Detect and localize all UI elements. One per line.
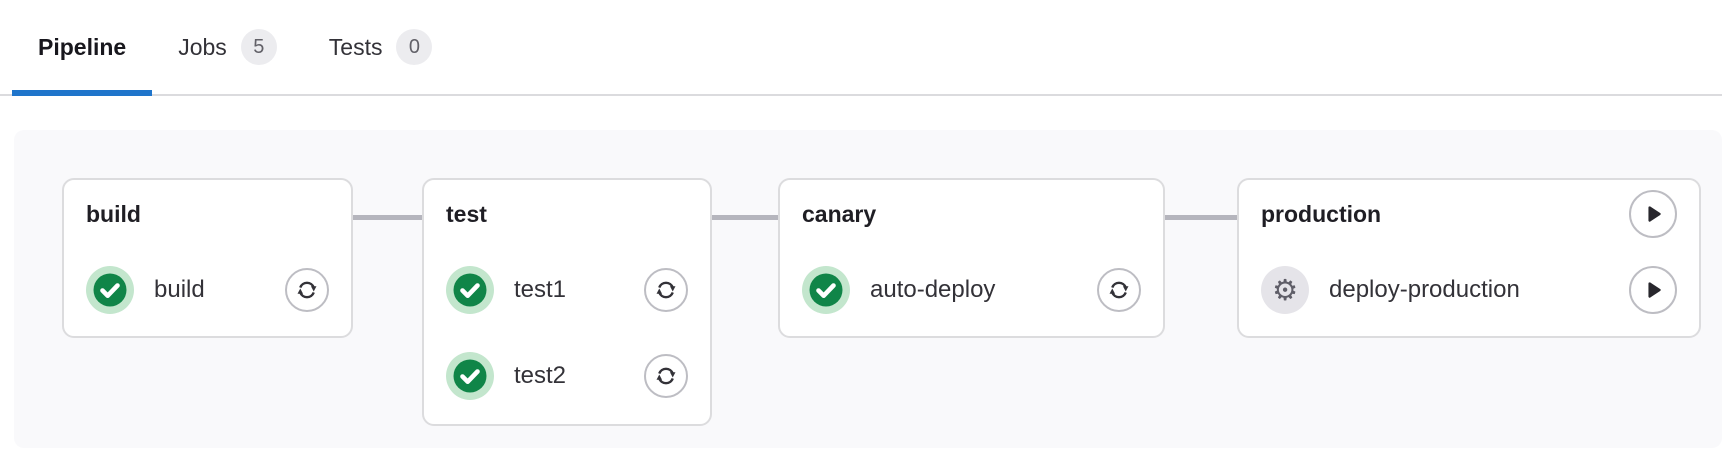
retry-job-button[interactable] — [1097, 268, 1141, 312]
retry-job-button[interactable] — [644, 354, 688, 398]
stage-card-production: production ⚙ deploy-production — [1237, 178, 1701, 338]
stage-card-canary: canary auto-deploy — [778, 178, 1165, 338]
gear-icon: ⚙ — [1272, 272, 1298, 307]
retry-icon — [297, 281, 317, 299]
stage-title: production — [1261, 200, 1382, 227]
status-passed-icon — [86, 266, 134, 314]
stage-card-test: test test1 — [422, 178, 712, 426]
job-name-link[interactable]: deploy-production — [1329, 276, 1520, 303]
stage-title: canary — [802, 200, 877, 227]
status-passed-icon — [446, 266, 494, 314]
pipeline-graph: build build test — [14, 130, 1722, 448]
status-manual-icon: ⚙ — [1261, 266, 1309, 314]
tab-pipeline-label: Pipeline — [38, 33, 127, 60]
retry-job-button[interactable] — [285, 268, 329, 312]
job-row[interactable]: auto-deploy — [802, 266, 1141, 314]
job-row[interactable]: test1 — [446, 266, 688, 314]
stage-header: build — [86, 192, 329, 236]
play-stage-button[interactable] — [1629, 190, 1677, 238]
stage-header: canary — [802, 192, 1141, 236]
job-row[interactable]: test2 — [446, 352, 688, 400]
job-name-link[interactable]: test1 — [514, 276, 567, 303]
stage-title: test — [446, 200, 487, 227]
stage-connector — [353, 215, 422, 220]
tab-tests[interactable]: Tests 0 — [303, 0, 459, 94]
stage-card-build: build build — [62, 178, 353, 338]
retry-icon — [656, 281, 676, 299]
retry-job-button[interactable] — [644, 268, 688, 312]
status-passed-icon — [446, 352, 494, 400]
tab-pipeline[interactable]: Pipeline — [12, 0, 153, 96]
stage-header: production — [1261, 190, 1677, 238]
stage-header: test — [446, 192, 688, 236]
tab-jobs[interactable]: Jobs 5 — [152, 0, 303, 94]
stage-title: build — [86, 200, 141, 227]
retry-icon — [1109, 281, 1129, 299]
stage-connector — [1165, 215, 1237, 220]
play-job-button[interactable] — [1629, 266, 1677, 314]
jobs-count-badge: 5 — [240, 29, 277, 65]
job-name-link[interactable]: build — [154, 276, 205, 303]
tab-tests-label: Tests — [328, 33, 383, 60]
tab-jobs-label: Jobs — [178, 33, 227, 60]
pipeline-tab-bar: Pipeline Jobs 5 Tests 0 — [0, 0, 1722, 96]
job-row[interactable]: ⚙ deploy-production — [1261, 266, 1677, 314]
tests-count-badge: 0 — [396, 29, 433, 65]
play-icon — [1648, 206, 1661, 222]
play-icon — [1648, 282, 1661, 298]
job-row[interactable]: build — [86, 266, 329, 314]
retry-icon — [656, 367, 676, 385]
status-passed-icon — [802, 266, 850, 314]
job-name-link[interactable]: test2 — [514, 362, 567, 389]
stage-connector — [712, 215, 778, 220]
job-name-link[interactable]: auto-deploy — [870, 276, 996, 303]
